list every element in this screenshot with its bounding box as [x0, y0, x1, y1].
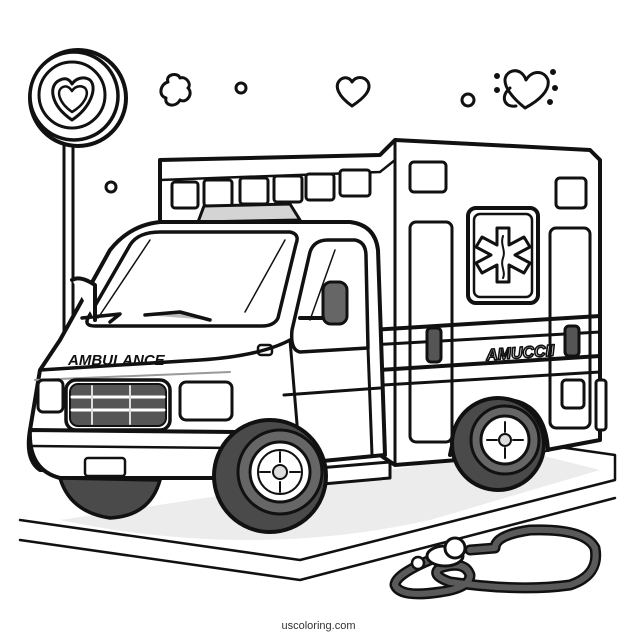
side-mirror	[321, 280, 349, 326]
heart-sparkle-icon	[502, 69, 550, 110]
watermark: uscoloring.com	[281, 620, 356, 632]
small-circle-icon	[104, 180, 118, 194]
small-circle-icon	[234, 81, 248, 95]
small-circle-icon	[460, 92, 476, 108]
stethoscope	[389, 524, 602, 600]
front-wheel	[212, 418, 328, 534]
rear-wheel	[448, 396, 550, 492]
license-plate	[83, 456, 127, 478]
cloud-doodle-icon	[159, 73, 192, 107]
side-label: AMUCCII	[485, 343, 556, 365]
front-left-wheel	[58, 276, 162, 520]
heart-outline-icon	[335, 76, 371, 108]
stethoscope-chestpiece	[443, 536, 467, 560]
front-label: AMBULANCE	[67, 352, 166, 369]
wiper	[143, 310, 212, 322]
ambulance-cab	[26, 220, 392, 488]
heart-sign	[28, 48, 128, 337]
decorations	[104, 69, 558, 194]
headlight	[36, 378, 65, 414]
headlight	[178, 380, 234, 422]
